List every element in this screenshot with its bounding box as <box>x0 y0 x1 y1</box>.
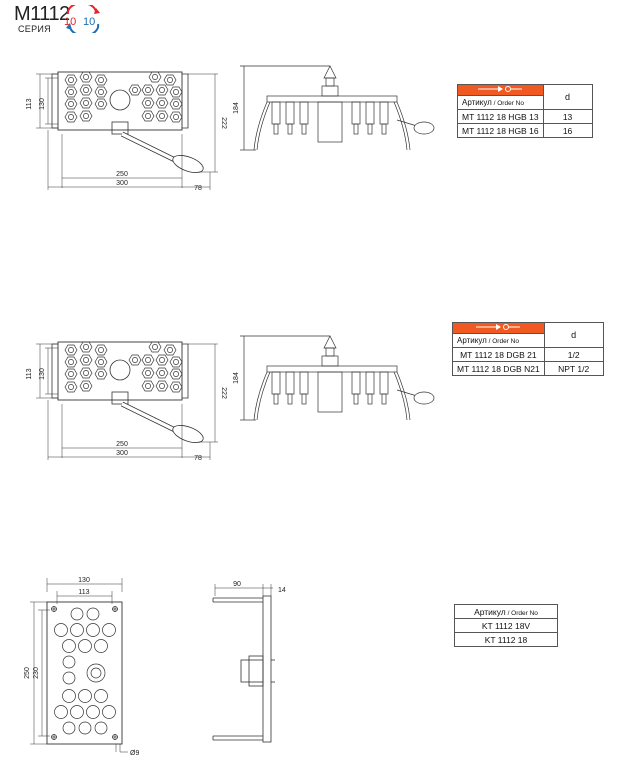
order-label: / Order No <box>491 100 524 107</box>
article-column-header: Артикул / Order No <box>454 604 558 619</box>
coupling-group-right <box>141 71 183 123</box>
series-label: СЕРИЯ <box>18 24 51 34</box>
section2-top-view-drawing: 113 130 222 250 300 78 <box>26 341 227 462</box>
dim-230: 230 <box>33 667 40 679</box>
logo-number-right: 10 <box>83 16 95 28</box>
table-row: MT 1112 18 DGB 21 1/2 <box>452 347 604 362</box>
dim-130: 130 <box>78 577 90 584</box>
table-header-icon-cell <box>457 84 544 96</box>
coupling-group-left <box>64 341 108 393</box>
dim-78: 78 <box>194 455 202 462</box>
dim-diameter-9: Ø9 <box>130 750 139 757</box>
table-row: KT 1112 18 <box>454 632 558 647</box>
coupling-group-right <box>141 341 183 393</box>
section1-order-table: d Артикул / Order No MT 1112 18 HGB 13 1… <box>457 84 593 138</box>
article-cell: MT 1112 18 DGB 21 <box>452 347 545 362</box>
table-row: MT 1112 18 DGB N21 NPT 1/2 <box>452 361 604 376</box>
series-logo-icon: 10 10 <box>64 5 100 33</box>
table-header-icon-cell <box>452 322 545 334</box>
section1-top-view-drawing: 113 130 222 250 300 78 <box>26 71 227 192</box>
dim-184: 184 <box>233 372 240 384</box>
plate-hole-grid <box>54 607 116 735</box>
dim-130: 130 <box>39 98 46 110</box>
dim-90: 90 <box>233 581 241 588</box>
logo-number-left: 10 <box>64 16 76 28</box>
d-cell: NPT 1/2 <box>543 361 604 376</box>
article-column-header: Артикул / Order No <box>457 95 544 110</box>
d-cell: 13 <box>542 109 593 124</box>
dim-78: 78 <box>194 185 202 192</box>
order-label: / Order No <box>486 338 519 345</box>
order-label: / Order No <box>505 609 538 617</box>
dim-14: 14 <box>278 587 286 594</box>
series-code: M1112 <box>14 3 70 25</box>
section2-order-table: d Артикул / Order No MT 1112 18 DGB 21 1… <box>452 322 604 376</box>
dim-184: 184 <box>233 102 240 114</box>
coupling-connector-icon <box>478 86 523 92</box>
d-cell: 16 <box>542 123 593 138</box>
section3-order-table: Артикул / Order No KT 1112 18V KT 1112 1… <box>454 604 558 647</box>
dim-130: 130 <box>39 368 46 380</box>
coupling-group-left <box>64 71 108 123</box>
dim-113: 113 <box>26 368 33 379</box>
dim-222: 222 <box>220 387 227 399</box>
section1-side-view-drawing: 184 <box>233 65 435 151</box>
table-row: MT 1112 18 HGB 13 13 <box>457 109 593 124</box>
article-cell: KT 1112 18V <box>454 618 558 633</box>
article-cell: MT 1112 18 HGB 16 <box>457 123 544 138</box>
dim-300: 300 <box>116 450 128 457</box>
d-cell: 1/2 <box>543 347 604 362</box>
d-column-header: d <box>543 322 604 348</box>
dim-222: 222 <box>220 117 227 129</box>
d-column-header: d <box>542 84 593 110</box>
article-label: Артикул <box>462 98 492 107</box>
section3-plate-side-drawing: 90 14 <box>212 581 286 743</box>
dim-250: 250 <box>24 667 31 679</box>
table-row: MT 1112 18 HGB 16 16 <box>457 123 593 138</box>
table-row: KT 1112 18V <box>454 618 558 633</box>
article-column-header: Артикул / Order No <box>452 333 545 348</box>
section3-plate-front-drawing: 130 113 250 230 Ø9 <box>24 577 139 757</box>
dim-250: 250 <box>116 171 128 178</box>
article-cell: KT 1112 18 <box>454 632 558 647</box>
dim-113: 113 <box>78 589 89 596</box>
dim-300: 300 <box>116 180 128 187</box>
article-cell: MT 1112 18 DGB N21 <box>452 361 545 376</box>
section2-side-view-drawing: 184 <box>233 335 435 421</box>
coupling-connector-icon <box>476 324 521 330</box>
article-label: Артикул <box>474 606 506 617</box>
dim-250: 250 <box>116 441 128 448</box>
article-cell: MT 1112 18 HGB 13 <box>457 109 544 124</box>
dim-113: 113 <box>26 98 33 109</box>
article-label: Артикул <box>457 336 487 345</box>
